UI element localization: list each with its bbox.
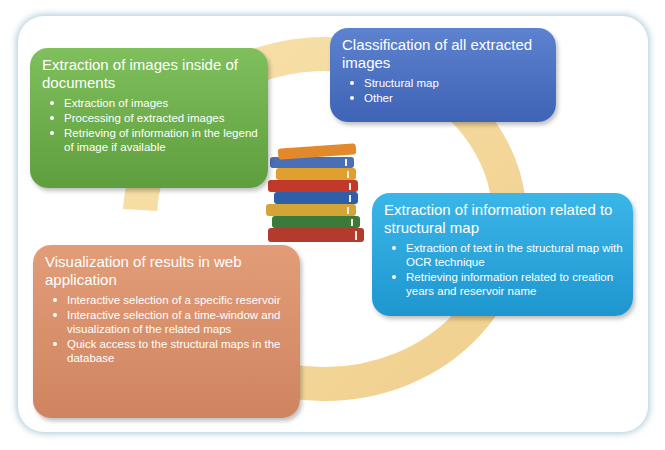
box-title: Extraction of information related to str…	[384, 201, 623, 237]
bullet-item: Extraction of text in the structural map…	[384, 241, 623, 269]
bullet-item: Processing of extracted images	[42, 111, 258, 125]
bullet-item: Other	[342, 91, 546, 105]
box-title: Visualization of results in web applicat…	[45, 253, 290, 289]
box-title: Extraction of images inside of documents	[42, 56, 258, 92]
bullet-item: Interactive selection of a specific rese…	[45, 293, 290, 307]
process-box: Classification of all extracted imagesSt…	[330, 28, 556, 122]
bullet-item: Retrieving information related to creati…	[384, 270, 623, 298]
box-title: Classification of all extracted images	[342, 36, 546, 72]
books-icon	[266, 143, 364, 242]
bullet-item: Structural map	[342, 76, 546, 90]
process-box: Extraction of images inside of documents…	[30, 48, 268, 188]
process-box: Visualization of results in web applicat…	[33, 245, 300, 418]
bullet-item: Extraction of images	[42, 96, 258, 110]
bullet-item: Quick access to the structural maps in t…	[45, 337, 290, 365]
bullet-item: Retrieving of information in the legend …	[42, 126, 258, 154]
process-box: Extraction of information related to str…	[372, 193, 633, 316]
bullet-item: Interactive selection of a time-window a…	[45, 308, 290, 336]
